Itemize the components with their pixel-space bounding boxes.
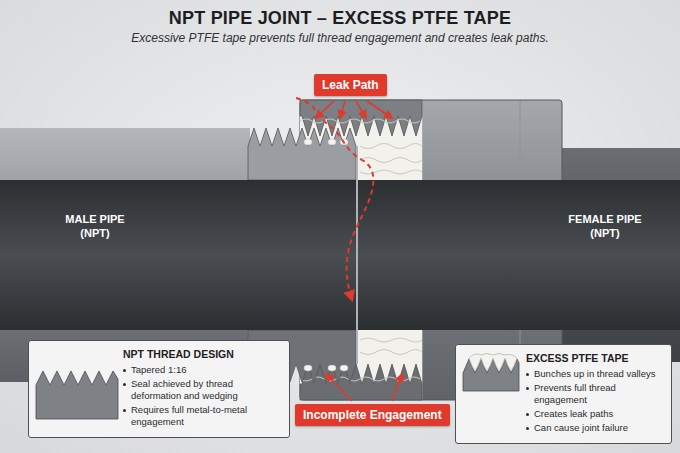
male-pipe-end-face bbox=[356, 146, 358, 364]
callout-text: Leak Path bbox=[322, 78, 379, 92]
tape-fold bbox=[360, 158, 422, 163]
bullet-row: Tapered 1:16 bbox=[123, 364, 281, 376]
bullet-row: Can cause joint failure bbox=[526, 422, 663, 434]
bullet-text: Tapered 1:16 bbox=[131, 364, 186, 376]
tape-fold bbox=[300, 377, 420, 381]
leader-arrow bbox=[316, 101, 334, 118]
thread-thumbnail bbox=[34, 367, 120, 421]
bullet-row: Requires full metal-to-metal engagement bbox=[123, 404, 281, 428]
thread-profile bbox=[36, 371, 118, 419]
bullet-dot bbox=[526, 427, 529, 430]
leader-arrow bbox=[326, 374, 352, 401]
bullet-text: Seal achieved by thread deformation and … bbox=[131, 378, 281, 402]
tape-bunch bbox=[340, 365, 348, 371]
tape-bunch bbox=[304, 139, 312, 145]
tape-bunch bbox=[328, 139, 336, 145]
thread-thumbnail bbox=[461, 351, 521, 393]
leader-arrow bbox=[367, 101, 392, 118]
tape-bunch bbox=[328, 365, 336, 371]
bullet-row: Prevents full thread engagement bbox=[526, 382, 663, 406]
female-thread bbox=[300, 100, 422, 136]
part-label: MALE PIPE (NPT) bbox=[53, 212, 137, 240]
callout-box: Incomplete Engagement bbox=[295, 404, 450, 426]
panel-heading: EXCESS PTFE TAPE bbox=[526, 352, 663, 364]
bullet-row: Seal achieved by thread deformation and … bbox=[123, 378, 281, 402]
leak-path-line bbox=[296, 98, 373, 300]
callout-box: Leak Path bbox=[314, 74, 387, 96]
leader-arrows bbox=[316, 101, 402, 401]
tape-fold bbox=[360, 144, 422, 149]
bullet-text: Bunches up in thread valleys bbox=[534, 368, 655, 380]
info-panel: NPT THREAD DESIGN Tapered 1:16Seal achiev… bbox=[28, 340, 290, 438]
bullet-dot bbox=[526, 413, 529, 416]
bullet-row: Bunches up in thread valleys bbox=[526, 368, 663, 380]
tape-fold bbox=[300, 119, 420, 123]
bullet-text: Requires full metal-to-metal engagement bbox=[131, 404, 281, 428]
diagram-title: NPT PIPE JOINT – EXCESS PTFE TAPE bbox=[0, 8, 680, 29]
tape-fold bbox=[360, 170, 422, 174]
bullet-dot bbox=[123, 383, 126, 386]
bullet-dot bbox=[123, 409, 126, 412]
callout-text: Incomplete Engagement bbox=[303, 408, 442, 422]
panel-heading: NPT THREAD DESIGN bbox=[123, 348, 281, 360]
leader-arrow bbox=[392, 374, 402, 401]
thread-profile bbox=[469, 354, 517, 372]
diagram-caption: Excessive PTFE tape prevents full thread… bbox=[0, 31, 680, 45]
leader-arrow bbox=[356, 101, 366, 118]
tape-bunches bbox=[304, 139, 348, 371]
tape-fold bbox=[360, 350, 422, 355]
bullet-text: Can cause joint failure bbox=[534, 422, 628, 434]
leader-arrow bbox=[340, 101, 345, 118]
bullet-text: Prevents full thread engagement bbox=[534, 382, 663, 406]
bullet-text: Creates leak paths bbox=[534, 408, 613, 420]
part-label: FEMALE PIPE (NPT) bbox=[555, 212, 655, 240]
bullet-dot bbox=[123, 369, 126, 372]
info-panel: EXCESS PTFE TAPE Bunches up in thread val… bbox=[455, 344, 672, 444]
male-bore bbox=[0, 180, 356, 330]
female-bore bbox=[356, 180, 680, 330]
tape-fold bbox=[360, 338, 422, 342]
bullet-dot bbox=[526, 387, 529, 390]
bullet-dot bbox=[526, 373, 529, 376]
tape-bunch bbox=[304, 365, 312, 371]
bullet-row: Creates leak paths bbox=[526, 408, 663, 420]
